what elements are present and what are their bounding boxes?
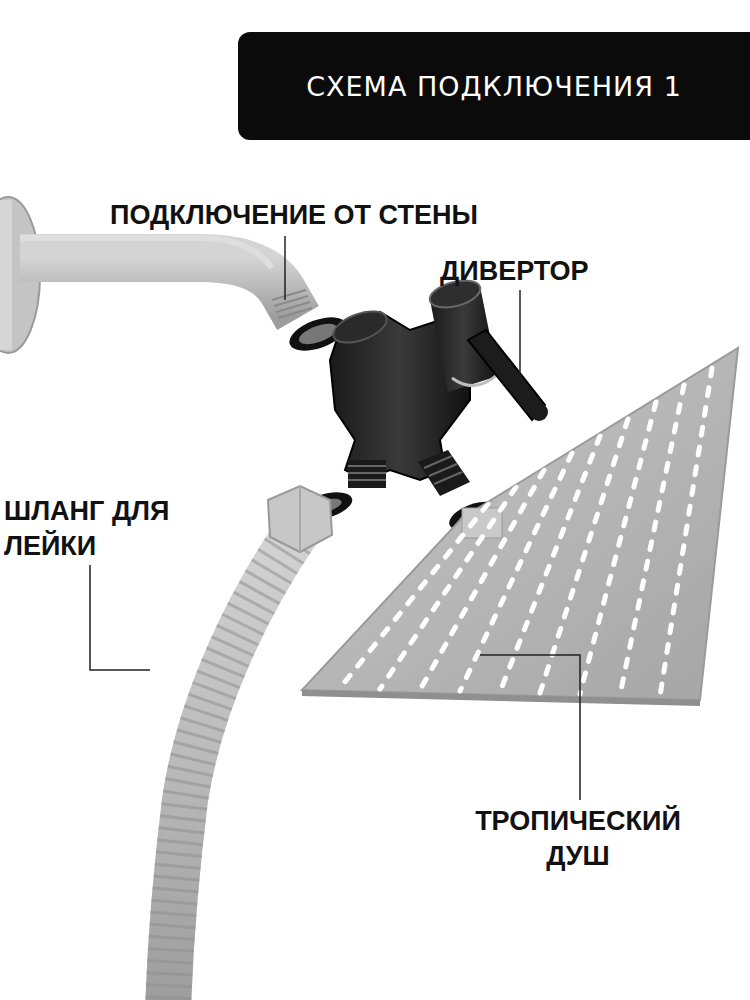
- page-title: СХЕМА ПОДКЛЮЧЕНИЯ 1: [306, 71, 682, 102]
- diverter-valve: [329, 276, 548, 496]
- shower-hose: [168, 486, 332, 1000]
- shower-arm: [20, 238, 312, 318]
- callout-label: ТРОПИЧЕСКИЙ ДУШ: [458, 804, 698, 874]
- callout-label: ДИВЕРТОР: [440, 254, 640, 289]
- rain-shower-head: [302, 348, 738, 706]
- callout-label: ШЛАНГ ДЛЯ ЛЕЙКИ: [4, 494, 194, 564]
- title-banner: СХЕМА ПОДКЛЮЧЕНИЯ 1: [238, 32, 750, 140]
- callout-label: ПОДКЛЮЧЕНИЕ ОТ СТЕНЫ: [110, 198, 530, 233]
